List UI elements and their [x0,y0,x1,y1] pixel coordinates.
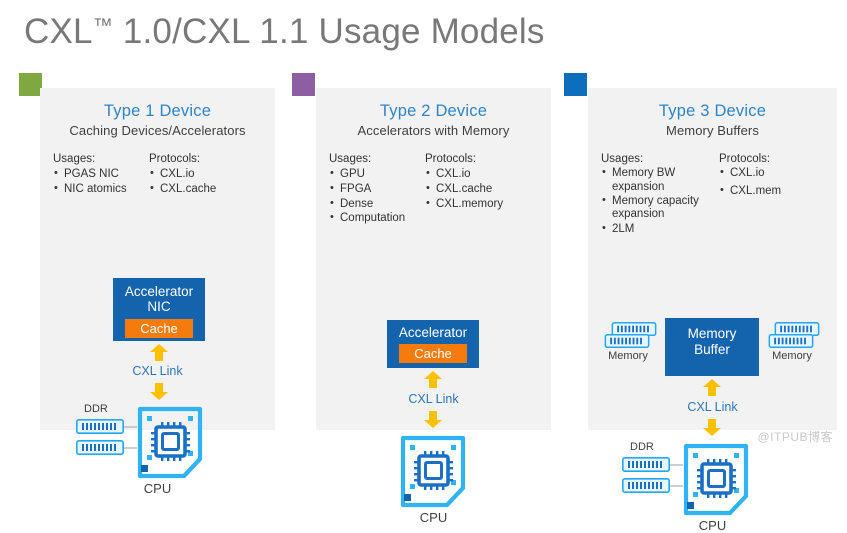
arrow-down-icon [150,382,168,400]
cpu-icon [399,434,467,514]
list-item: NIC atomics [53,181,149,196]
usages-column-type3: Usages: Memory BW expansion Memory capac… [601,152,719,237]
usages-column-type1: Usages: PGAS NIC NIC atomics [53,152,149,197]
device-box-accelerator: Accelerator Cache [387,320,479,369]
device-box-line1: Memory [687,326,737,342]
dimm-icon [604,334,650,353]
dimm-icon [768,334,814,353]
page-title-rest: 1.0/CXL 1.1 Usage Models [112,12,545,51]
usages-heading: Usages: [329,153,372,165]
cpu-icon [682,442,750,522]
protocols-column-type1: Protocols: CXL.io CXL.cache [149,152,259,197]
protocols-column-type2: Protocols: CXL.io CXL.cache CXL.memory [425,152,535,226]
device-box-accelerator-nic: Accelerator NIC Cache [113,277,205,341]
list-item: Computation [329,210,425,225]
list-item: PGAS NIC [53,166,149,181]
protocols-heading: Protocols: [149,153,201,165]
cpu-icon [136,405,204,485]
usages-list-type2: GPU FPGA Dense Computation [329,166,425,225]
panel-lists-type3: Usages: Memory BW expansion Memory capac… [588,152,837,237]
cache-box: Cache [125,318,193,338]
arrow-up-icon [150,343,168,361]
cache-box: Cache [399,343,467,363]
list-item: CXL.io [425,166,535,181]
usages-list-type3: Memory BW expansion Memory capacity expa… [601,166,719,236]
dimm-icon [76,418,125,439]
device-box-line1: Accelerator [124,283,194,299]
cpu-label-type1: CPU [143,480,172,496]
panel-subtitle-type1: Caching Devices/Accelerators [69,123,246,138]
arrow-up-icon [424,371,442,389]
usages-list-type1: PGAS NIC NIC atomics [53,166,149,196]
arrow-down-icon [703,419,721,437]
protocols-list-type3: CXL.io CXL.mem [719,166,829,198]
dimm-connector-lines [124,426,137,449]
protocols-list-type1: CXL.io CXL.cache [149,166,259,196]
device-box-line1: Accelerator [398,325,468,341]
list-item: CXL.cache [425,181,535,196]
panel-lists-type2: Usages: GPU FPGA Dense Computation Proto… [316,152,551,226]
trademark-symbol: ™ [92,15,113,37]
panel-subtitle-type3: Memory Buffers [666,123,759,138]
list-item: CXL.mem [719,184,829,198]
device-box-memory-buffer: Memory Buffer [665,318,759,377]
cxl-link-label-type3: CXL Link [687,400,738,415]
cpu-label-type3: CPU [698,518,727,533]
page-title: CXL™ 1.0/CXL 1.1 Usage Models [24,12,545,52]
panel-type3-device: Type 3 Device Memory Buffers Usages: Mem… [588,88,837,533]
accent-square-type2 [292,73,315,96]
list-item: 2LM [601,222,719,236]
usages-heading: Usages: [601,153,644,165]
watermark: @ITPUB博客 [757,430,833,444]
arrow-down-icon [424,411,442,429]
accent-square-type3 [564,73,587,96]
ddr-label-type3: DDR [630,441,654,454]
list-item: CXL.memory [425,196,535,211]
memory-label-right: Memory [772,350,812,363]
usages-column-type2: Usages: GPU FPGA Dense Computation [329,152,425,226]
dimm-icon [622,457,671,477]
memory-label-left: Memory [608,350,648,363]
cpu-label-type2: CPU [419,510,448,526]
protocols-column-type3: Protocols: CXL.io CXL.mem [719,152,829,237]
dimm-icon [76,439,125,460]
panel-type2-device: Type 2 Device Accelerators with Memory U… [316,88,551,525]
cxl-link-label-type1: CXL Link [132,363,183,378]
ddr-label-type1: DDR [84,402,108,415]
accent-square-type1 [19,73,42,96]
panel-title-type3: Type 3 Device [658,102,767,120]
usages-heading: Usages: [53,153,96,165]
arrow-up-icon [703,379,721,397]
list-item: CXL.io [719,166,829,180]
list-item: FPGA [329,181,425,196]
dimm-icon [622,478,671,498]
protocols-heading: Protocols: [425,153,477,165]
list-item: CXL.io [149,166,259,181]
panel-type1-device: Type 1 Device Caching Devices/Accelerato… [40,88,275,496]
list-item: CXL.cache [149,181,259,196]
device-box-line2: Buffer [694,341,730,357]
cxl-link-label-type2: CXL Link [408,392,459,407]
page-title-main: CXL [24,12,93,51]
panel-subtitle-type2: Accelerators with Memory [357,123,510,138]
slide-canvas: CXL™ 1.0/CXL 1.1 Usage Models Type 1 Dev… [0,0,847,453]
protocols-heading: Protocols: [719,153,771,165]
list-item: Dense [329,196,425,211]
list-item: GPU [329,166,425,181]
list-item: Memory capacity expansion [601,194,719,222]
panel-title-type2: Type 2 Device [379,102,488,120]
device-box-line2: NIC [147,299,171,315]
protocols-list-type2: CXL.io CXL.cache CXL.memory [425,166,535,211]
panel-lists-type1: Usages: PGAS NIC NIC atomics Protocols: … [40,152,275,197]
list-item: Memory BW expansion [601,166,719,194]
panel-title-type1: Type 1 Device [103,102,212,120]
